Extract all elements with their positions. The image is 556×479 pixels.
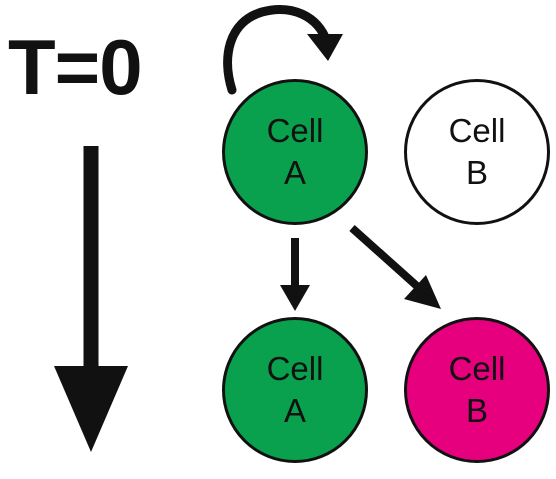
cell-a-daughter: Cell A [222,317,368,463]
time-label: T=0 [8,23,143,111]
cell-b-initial-line2: B [465,154,488,191]
curved-arrow-head-icon [307,34,343,61]
cell-b-daughter-line1: Cell [448,349,506,387]
cell-a-initial-line1: Cell [266,111,324,149]
cell-a-daughter-line2: A [283,392,306,429]
cell-a-daughter-line1: Cell [266,349,324,387]
curved-arrow-icon [223,5,332,95]
down-arrow-head-icon [280,285,310,311]
diagonal-arrow-icon [349,225,421,290]
cell-b-initial-line1: Cell [448,111,506,149]
cell-a-initial: Cell A [222,79,368,225]
cell-b-initial: Cell B [404,79,550,225]
cell-b-daughter: Cell B [404,317,550,463]
cell-b-daughter-line2: B [465,392,488,429]
cell-a-initial-line2: A [283,154,306,191]
diagonal-arrow-head-icon [404,275,441,309]
time-arrow-icon [54,146,128,452]
